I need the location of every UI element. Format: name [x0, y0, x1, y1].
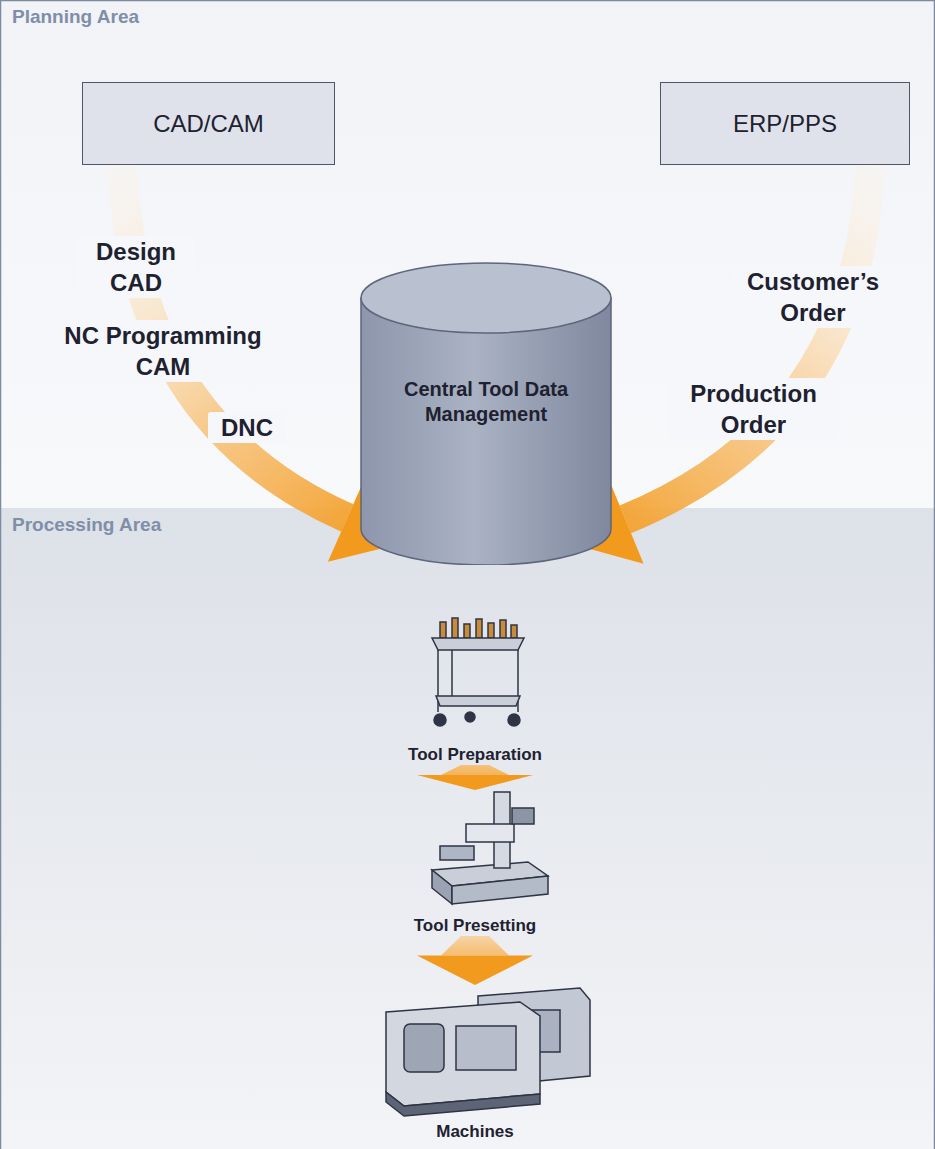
tool-cart-icon — [432, 618, 524, 726]
flow-label: Customer’s Order — [730, 266, 896, 328]
node-text: Tool Presetting — [373, 916, 577, 936]
machines-station: Machines — [343, 985, 607, 1142]
node-text: Planning Area — [0, 0, 935, 28]
node-text: CAD/CAM — [153, 110, 264, 138]
node-text: Tool Preparation — [383, 745, 567, 765]
tool-presetting-station: Tool Presetting — [373, 790, 577, 936]
flow-label: NC Programming CAM — [50, 320, 276, 382]
flow-label: DNC — [208, 412, 286, 443]
machine-tools-icon — [386, 988, 590, 1116]
system-box: ERP/PPS — [660, 82, 910, 165]
flow-arrow — [417, 936, 533, 985]
flow-arrow — [417, 765, 533, 790]
database-cylinder: Central Tool Data Management — [360, 262, 612, 565]
presetting-device-icon — [432, 792, 548, 904]
flow-label: Production Order — [668, 378, 839, 440]
node-text: Central Tool Data Management — [360, 377, 612, 427]
tool-preparation-station: Tool Preparation — [383, 605, 567, 765]
node-text: ERP/PPS — [733, 110, 837, 138]
node-text: Machines — [343, 1122, 607, 1142]
processing-area-band: Processing AreaTool PreparationTool Pres… — [0, 508, 935, 1149]
system-box: CAD/CAM — [82, 82, 335, 165]
flow-label: Design CAD — [78, 236, 194, 298]
flow-arrow — [568, 165, 870, 564]
